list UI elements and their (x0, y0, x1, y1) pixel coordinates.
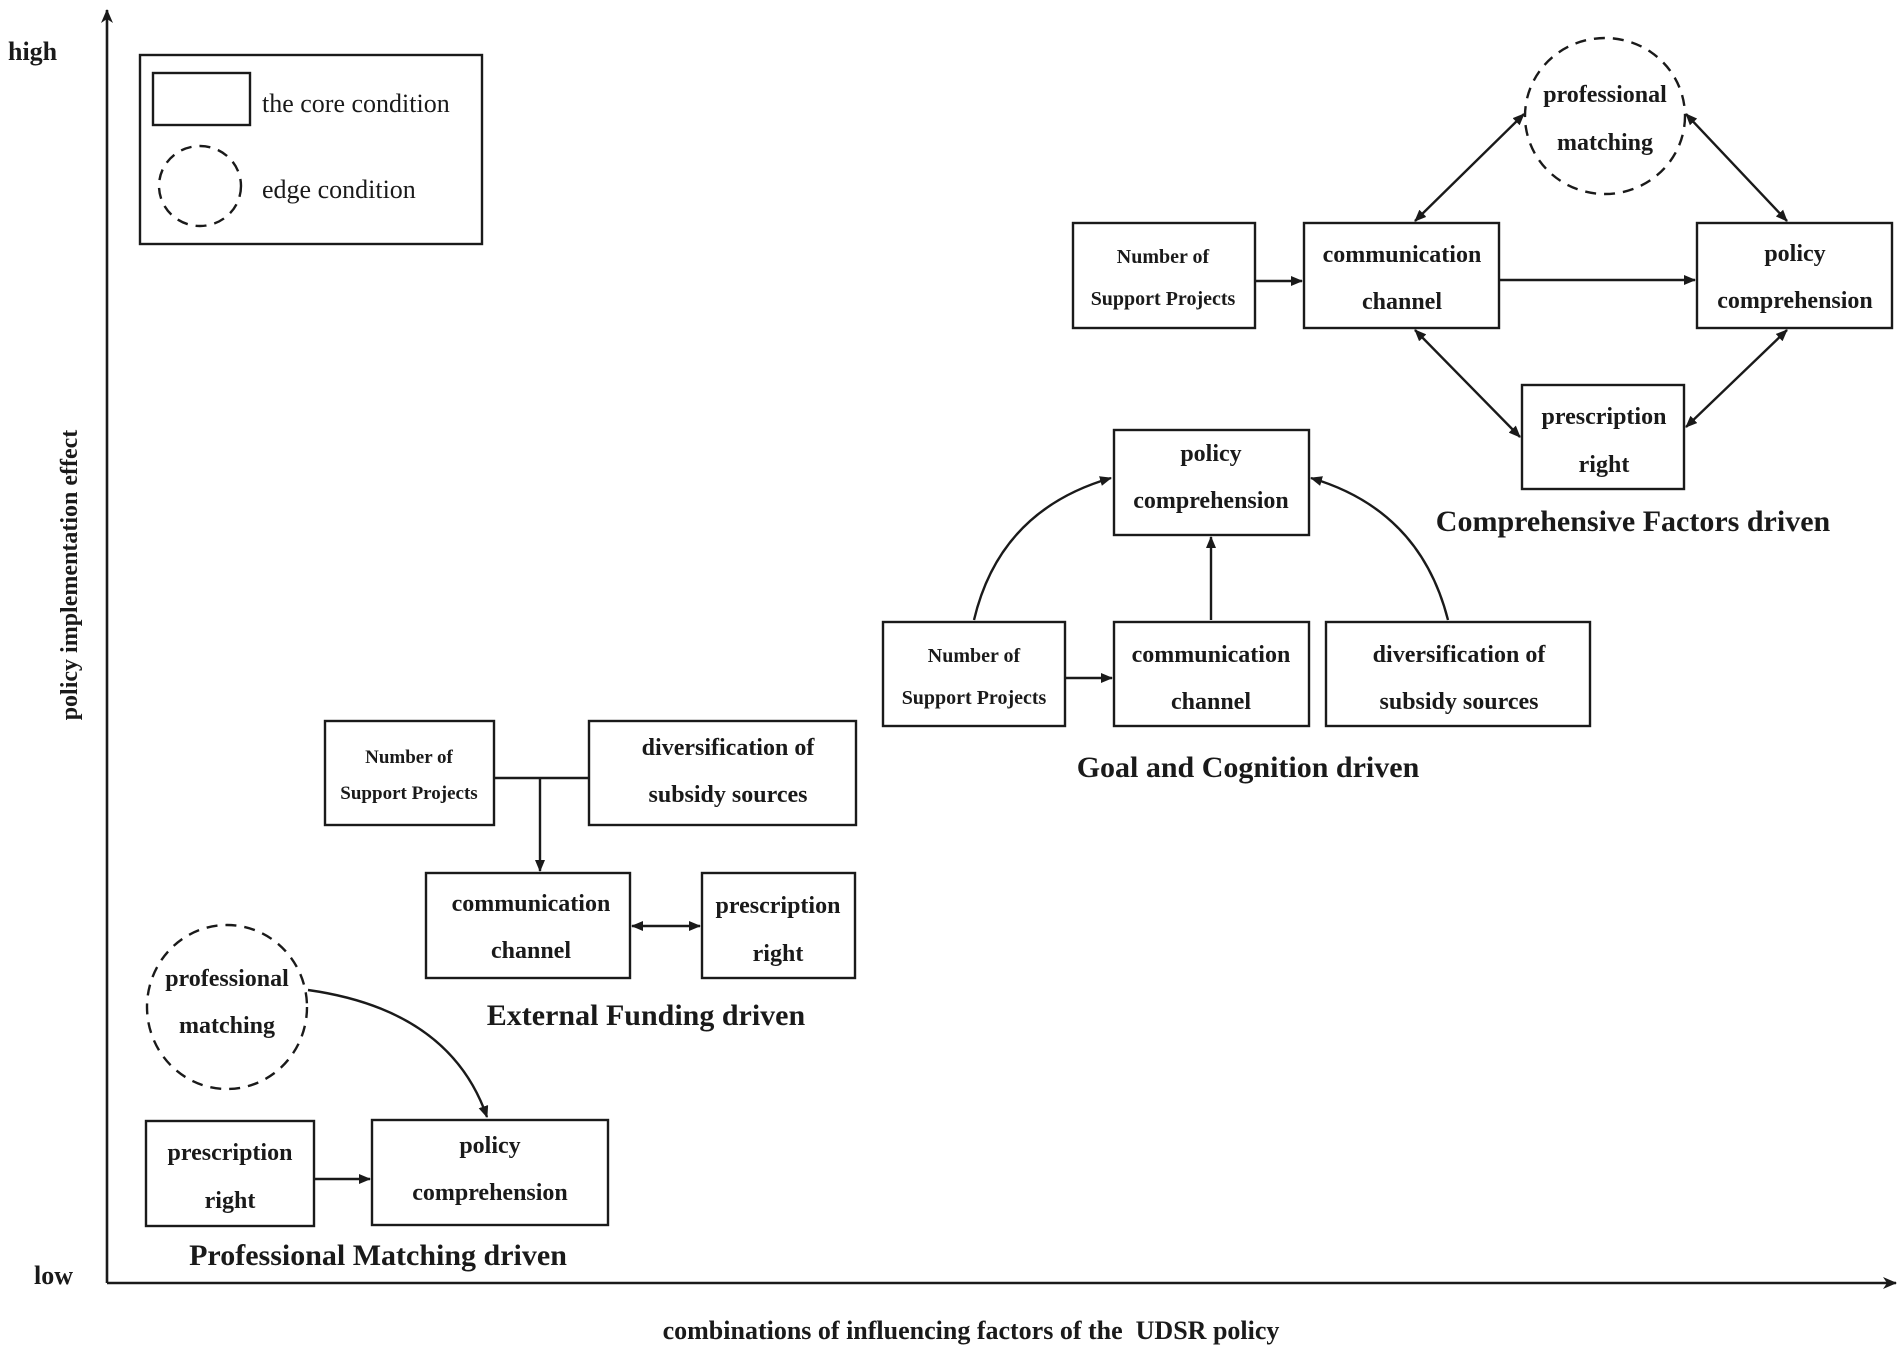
node-line: comprehension (1717, 288, 1873, 314)
group-external-funding-driven: Number of Support Projects diversificati… (323, 719, 858, 1032)
legend-edge-swatch (157, 144, 243, 228)
legend-edge-label: edge condition (262, 175, 416, 204)
group-professional-matching-driven: professional matching prescription right… (144, 923, 610, 1272)
node-line: diversification of (642, 735, 816, 761)
node-line: professional (165, 966, 289, 992)
node-line: Support Projects (1091, 288, 1236, 310)
node-line: comprehension (412, 1180, 568, 1206)
node-line: policy (1180, 441, 1241, 467)
group-comprehensive-factors-driven: professional matching Number of Support … (1071, 36, 1894, 538)
node-prescription-right: prescription right (1520, 383, 1686, 491)
y-axis-title: policy implementation effect (57, 430, 83, 721)
node-prescription-right: prescription right (144, 1119, 316, 1228)
node-line: policy (459, 1133, 520, 1159)
node-line: matching (179, 1013, 275, 1039)
node-communication-channel: communication channel (1112, 620, 1311, 728)
node-line: right (205, 1188, 256, 1214)
node-communication-channel: communication channel (1302, 221, 1501, 330)
node-line: policy (1764, 241, 1825, 267)
y-axis-low-label: low (34, 1261, 73, 1290)
node-line: communication (1132, 642, 1291, 668)
node-line: prescription (168, 1140, 293, 1166)
node-line: communication (452, 891, 611, 917)
node-professional-matching: professional matching (145, 923, 309, 1091)
node-line: channel (491, 938, 571, 964)
node-line: right (1579, 452, 1630, 478)
edge-support-projects-to-policy-comprehension (972, 476, 1112, 621)
node-policy-comprehension: policy comprehension (1695, 221, 1894, 330)
node-professional-matching: professional matching (1523, 36, 1687, 196)
y-axis-high-label: high (8, 37, 58, 66)
edge-prescription-right-policy-comprehension (1685, 329, 1788, 428)
legend: the core condition edge condition (138, 53, 484, 246)
x-axis-title: combinations of influencing factors of t… (663, 1316, 1280, 1345)
edge-communication-channel-prescription-right (1414, 329, 1521, 438)
node-policy-comprehension: policy comprehension (370, 1118, 610, 1227)
node-line: channel (1362, 289, 1442, 315)
edge-diversification-to-policy-comprehension (1310, 476, 1450, 621)
node-line: communication (1323, 242, 1482, 268)
edge-professional-matching-policy-comprehension (1685, 113, 1788, 222)
group-title: Comprehensive Factors driven (1436, 505, 1831, 538)
legend-core-label: the core condition (262, 89, 450, 118)
node-line: professional (1543, 82, 1667, 108)
node-line: subsidy sources (1380, 689, 1539, 715)
edge-professional-matching-to-policy-comprehension (307, 988, 489, 1118)
node-line: prescription (716, 893, 841, 919)
node-diversification-of-subsidy-sources: diversification of subsidy sources (587, 719, 858, 827)
node-number-of-support-projects: Number of Support Projects (323, 719, 496, 827)
node-line: comprehension (1133, 488, 1289, 514)
group-title: External Funding driven (487, 999, 806, 1032)
node-line: prescription (1542, 404, 1667, 430)
edge-communication-channel-professional-matching (1414, 113, 1525, 222)
node-line: channel (1171, 689, 1251, 715)
node-diversification-of-subsidy-sources: diversification of subsidy sources (1324, 620, 1592, 728)
node-line: Number of (1117, 246, 1210, 268)
group-title: Professional Matching driven (189, 1239, 567, 1272)
node-line: Number of (365, 747, 453, 768)
group-goal-and-cognition-driven: policy comprehension Number of Support P… (881, 428, 1592, 784)
node-line: diversification of (1373, 642, 1547, 668)
node-prescription-right: prescription right (700, 871, 857, 980)
node-number-of-support-projects: Number of Support Projects (1071, 221, 1257, 330)
node-communication-channel: communication channel (424, 871, 632, 980)
node-line: right (753, 941, 804, 967)
node-line: Support Projects (340, 783, 477, 804)
node-line: matching (1557, 130, 1653, 156)
legend-core-swatch (151, 71, 252, 127)
node-line: Support Projects (902, 687, 1047, 709)
node-policy-comprehension: policy comprehension (1112, 428, 1311, 537)
node-line: Number of (928, 645, 1021, 667)
axes: high low policy implementation effect co… (8, 9, 1897, 1345)
node-line: subsidy sources (649, 782, 808, 808)
group-title: Goal and Cognition driven (1077, 751, 1420, 784)
node-number-of-support-projects: Number of Support Projects (881, 620, 1067, 728)
